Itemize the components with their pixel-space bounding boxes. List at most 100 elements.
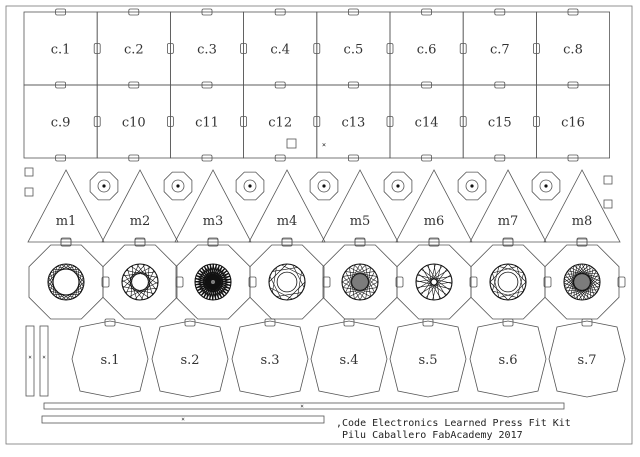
ornament-chord — [56, 290, 82, 298]
ornament-chord — [492, 266, 518, 274]
module-label: m6 — [424, 214, 445, 229]
cube-slot-top — [421, 8, 433, 16]
octagon-slot-top — [281, 238, 293, 247]
ornament-chord — [126, 270, 158, 278]
octagon-piece — [102, 244, 178, 320]
octagon-piece — [470, 244, 546, 320]
cut-mark: × — [300, 403, 304, 410]
ornament-chord — [492, 272, 500, 298]
cube-label: c.9 — [51, 116, 71, 131]
ornament-chord — [61, 264, 84, 278]
cube-slot-bottom-edge — [494, 154, 506, 162]
cube-slot-top — [128, 8, 140, 16]
cube-piece-outline — [536, 84, 611, 159]
side-piece — [231, 320, 309, 398]
ornament-chord — [345, 271, 378, 277]
side-label: s.5 — [418, 353, 437, 368]
circuit-ornament — [415, 263, 453, 301]
octagon-slot-top — [354, 238, 366, 247]
misc-pieces-group: × — [24, 138, 613, 209]
side-label: s.1 — [100, 353, 119, 368]
ornament-chord — [121, 279, 150, 298]
cube-label: c.6 — [417, 43, 437, 58]
connector-piece — [457, 171, 487, 201]
ornament-chord — [345, 287, 378, 293]
octagon-slot-right — [543, 276, 552, 288]
side-label: s.7 — [577, 353, 596, 368]
ornament-chord — [297, 271, 302, 297]
ornament-chord — [498, 290, 524, 298]
octagon-slot-top — [60, 238, 72, 247]
ornament-chord — [342, 264, 366, 288]
ornament-chord — [269, 276, 282, 300]
cube-label: c.5 — [344, 43, 364, 58]
ornament-chord — [359, 263, 375, 293]
octagon-pieces-group — [28, 238, 626, 320]
circuit-ornament — [268, 263, 306, 301]
module-tree-piece — [469, 169, 547, 243]
cube-slot-bottom-edge — [421, 154, 433, 162]
ornament-core — [573, 273, 591, 291]
ornament-chord — [489, 281, 509, 301]
cube-label: c.2 — [124, 43, 144, 58]
vertical-bar-piece — [25, 325, 35, 397]
octagon-slot-right — [101, 276, 110, 288]
ornament-chord — [349, 281, 379, 297]
ornament-chord — [123, 273, 144, 300]
ornament-chord — [136, 264, 157, 291]
ornament-chord — [127, 269, 138, 300]
ornament-core — [204, 273, 222, 291]
cube-slot-bottom-edge — [128, 154, 140, 162]
small-square-piece — [286, 138, 297, 149]
ornament-chord — [365, 264, 371, 297]
octagon-slot-right — [248, 276, 257, 288]
ornament-chord — [345, 271, 361, 301]
ornament-chord — [354, 276, 378, 300]
circuit-ornament — [563, 263, 601, 301]
octagon-piece — [28, 244, 104, 320]
connector-hole — [544, 184, 548, 188]
circuit-ornament — [341, 263, 379, 301]
long-bar-piece — [43, 402, 565, 410]
side-label: s.2 — [180, 353, 199, 368]
ornament-chord — [292, 264, 305, 288]
ornament-chord — [341, 281, 371, 297]
cube-slot-bottom-edge — [274, 154, 286, 162]
connector-piece — [309, 171, 339, 201]
ornament-chord — [48, 277, 62, 300]
ornament-chord — [349, 267, 355, 300]
ornament-chord — [48, 264, 71, 278]
ornament-chord — [74, 266, 82, 292]
ornament-chord — [272, 267, 277, 293]
vertical-bar-piece — [39, 325, 49, 397]
connector-ring — [465, 179, 479, 193]
cube-slot-top — [55, 8, 66, 16]
ornament-chord — [56, 266, 82, 274]
ornament-chord — [130, 266, 159, 285]
side-slot — [184, 318, 196, 327]
ornament-chord — [125, 287, 157, 293]
octagon-piece — [396, 244, 472, 320]
ornament-chord — [125, 263, 139, 294]
circuit-ornament — [489, 263, 527, 301]
connector-ring — [243, 179, 257, 193]
side-label: s.3 — [260, 353, 279, 368]
cube-slot-top — [201, 8, 213, 16]
ornament-chord — [47, 281, 67, 301]
cube-label: c.4 — [270, 43, 290, 58]
connector-ring — [317, 179, 331, 193]
octagon-slot-right — [395, 276, 404, 288]
cube-label: c15 — [488, 116, 512, 131]
side-piece — [151, 320, 229, 398]
ornament-core — [351, 273, 369, 291]
cube-slot-top — [347, 8, 359, 16]
small-square-piece — [24, 167, 34, 177]
cube-label: c12 — [268, 116, 292, 131]
ornament-chord — [341, 267, 371, 283]
cube-slot-top — [494, 8, 506, 16]
connector-piece — [89, 171, 119, 201]
